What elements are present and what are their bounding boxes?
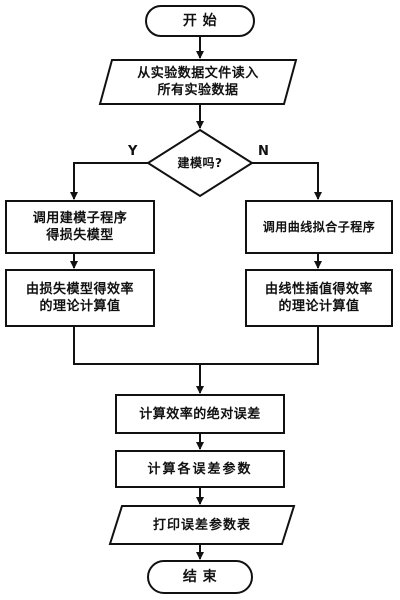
error-params-box [115,450,285,488]
call-curve-fit-label: 调用曲线拟合子程序 [262,219,376,234]
error-params-label: 计算各误差参数 [147,461,253,477]
absolute-error-label: 计算效率的绝对误差 [139,406,261,422]
read-data-label: 从实验数据文件读入 所有实验数据 [137,66,259,98]
print-table-label: 打印误差参数表 [152,517,251,533]
efficiency-loss-model-box [5,269,155,327]
merge-left-line [73,326,200,365]
call-model-box [5,200,155,254]
efficiency-loss-model-label: 由损失模型得效率 的理论计算值 [25,282,134,314]
decision-label: 建模吗? [177,155,223,170]
decision-diamond [146,128,254,198]
read-data-io [98,59,298,105]
call-curve-fit-box [245,200,393,254]
end-label: 结 束 [182,568,218,585]
merge-right-line [200,326,319,365]
call-model-label: 调用建模子程序 得损失模型 [32,211,128,243]
efficiency-interpolation-label: 由线性插值得效率 的理论计算值 [264,282,373,314]
no-branch-label: N [258,144,269,159]
print-table-io [108,505,296,545]
yes-branch-label: Y [128,144,138,159]
no-branch-line [252,162,322,200]
end-terminal [147,560,253,594]
efficiency-interpolation-box [245,269,393,327]
start-label: 开 始 [182,12,218,29]
yes-branch-line [70,162,148,200]
